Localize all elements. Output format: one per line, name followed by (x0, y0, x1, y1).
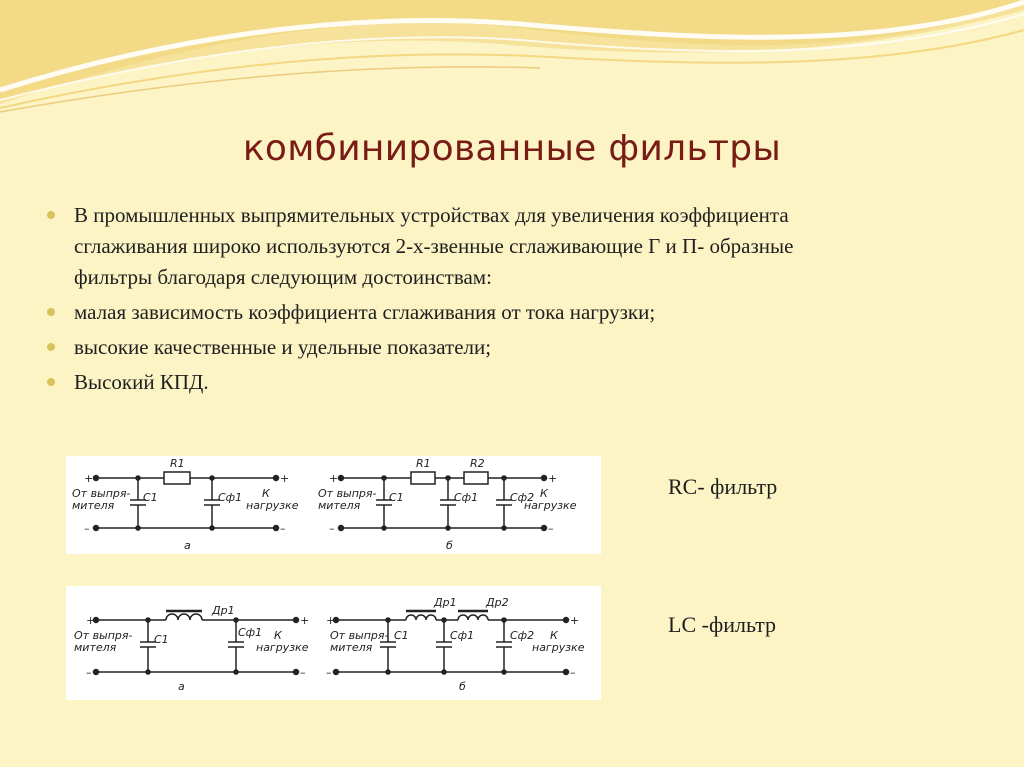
svg-text:нагрузке: нагрузке (524, 499, 577, 512)
svg-text:Др2: Др2 (485, 596, 509, 609)
svg-text:Cф1: Cф1 (454, 491, 478, 504)
svg-text:нагрузке: нагрузке (246, 499, 299, 512)
svg-text:–: – (548, 522, 554, 535)
svg-text:C1: C1 (143, 491, 158, 504)
svg-text:R1: R1 (170, 457, 185, 470)
svg-text:Cф1: Cф1 (450, 629, 474, 642)
bullet-icon (47, 211, 55, 219)
svg-text:От выпря-: От выпря- (318, 487, 377, 500)
svg-text:+: + (329, 472, 338, 485)
slide-title: комбинированные фильтры (242, 128, 782, 169)
bullet-item: малая зависимость коэффициента сглаживан… (46, 297, 846, 328)
svg-text:C1: C1 (154, 633, 169, 646)
bullet-text: Высокий КПД. (74, 370, 209, 394)
rc-circuit-b (337, 471, 548, 532)
svg-text:–: – (329, 522, 335, 535)
lc-circuit-b (332, 609, 570, 676)
svg-text:Cф2: Cф2 (510, 629, 534, 642)
svg-text:мителя: мителя (318, 499, 361, 512)
bullet-text: В промышленных выпрямительных устройства… (74, 203, 794, 289)
bullet-icon (47, 378, 55, 386)
bullet-item: Высокий КПД. (46, 367, 846, 398)
svg-text:мителя: мителя (74, 641, 117, 654)
svg-text:R1: R1 (416, 457, 431, 470)
svg-text:К: К (274, 629, 283, 642)
svg-text:нагрузке: нагрузке (532, 641, 585, 654)
svg-text:–: – (300, 666, 306, 679)
svg-text:+: + (280, 472, 289, 485)
bullet-item: высокие качественные и удельные показате… (46, 332, 846, 363)
svg-text:Cф1: Cф1 (218, 491, 242, 504)
svg-text:+: + (570, 614, 579, 627)
decorative-header-swoosh (0, 0, 1024, 113)
svg-text:а: а (178, 680, 185, 693)
svg-text:–: – (280, 522, 286, 535)
bullet-text: малая зависимость коэффициента сглаживан… (74, 300, 656, 324)
svg-text:К: К (550, 629, 559, 642)
svg-text:От выпря-: От выпря- (72, 487, 131, 500)
svg-text:+: + (86, 614, 95, 627)
svg-text:От выпря-: От выпря- (74, 629, 133, 642)
svg-text:+: + (84, 472, 93, 485)
svg-text:C1: C1 (389, 491, 404, 504)
svg-text:–: – (326, 666, 332, 679)
svg-text:+: + (300, 614, 309, 627)
lc-circuit-a (92, 609, 300, 676)
bullet-item: В промышленных выпрямительных устройства… (46, 200, 846, 293)
svg-text:Cф1: Cф1 (238, 626, 262, 639)
svg-text:нагрузке: нагрузке (256, 641, 309, 654)
svg-text:C1: C1 (394, 629, 409, 642)
bullet-list: В промышленных выпрямительных устройства… (46, 200, 846, 402)
svg-text:+: + (548, 472, 557, 485)
svg-text:Др1: Др1 (433, 596, 457, 609)
svg-text:–: – (84, 522, 90, 535)
svg-text:Др1: Др1 (211, 604, 235, 617)
svg-text:–: – (570, 666, 576, 679)
svg-text:а: а (184, 539, 191, 552)
rc-filter-label: RC- фильтр (668, 474, 778, 499)
svg-text:мителя: мителя (330, 641, 373, 654)
svg-text:Cф2: Cф2 (510, 491, 534, 504)
rc-filter-diagram: + – От выпря- мителя C1 R1 Cф1 + – К наг… (66, 456, 601, 554)
svg-text:+: + (326, 614, 335, 627)
bullet-icon (47, 308, 55, 316)
svg-text:б: б (459, 680, 466, 693)
bullet-text: высокие качественные и удельные показате… (74, 335, 492, 359)
rc-circuit-a (92, 471, 280, 532)
bullet-icon (47, 343, 55, 351)
svg-text:К: К (540, 487, 549, 500)
lc-filter-label: LC -фильтр (668, 612, 777, 637)
svg-text:От выпря-: От выпря- (330, 629, 389, 642)
svg-text:б: б (446, 539, 453, 552)
svg-text:R2: R2 (470, 457, 485, 470)
svg-text:К: К (262, 487, 271, 500)
svg-text:–: – (86, 666, 92, 679)
svg-text:мителя: мителя (72, 499, 115, 512)
lc-filter-diagram: + – От выпря- мителя C1 Др1 Cф1 + – К на… (66, 586, 601, 700)
